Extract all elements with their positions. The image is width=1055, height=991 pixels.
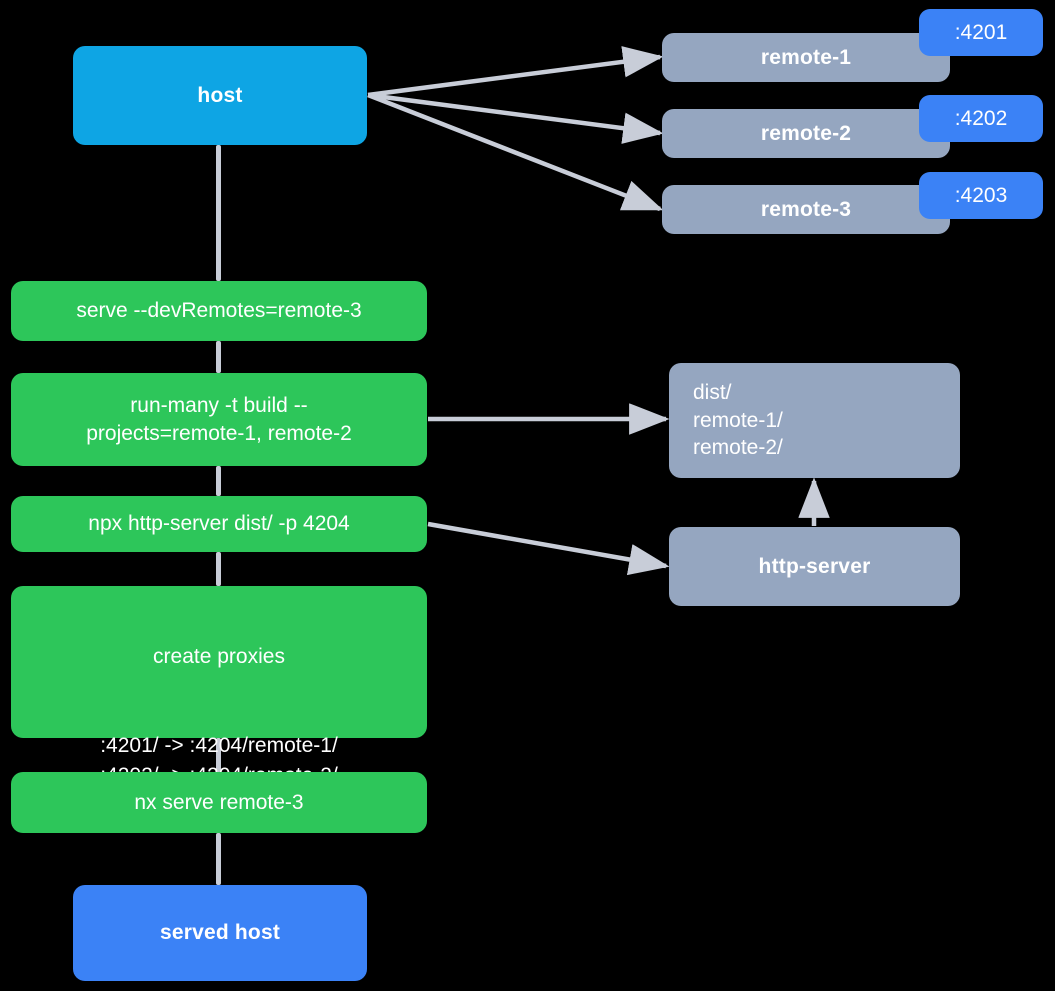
- port-badge-remote-3: :4203: [919, 172, 1043, 219]
- node-remote-1[interactable]: remote-1: [662, 33, 950, 82]
- port-badge-remote-2-label: :4202: [954, 106, 1008, 130]
- node-command-nx-serve-label: nx serve remote-3: [134, 790, 304, 814]
- connector-host-to-serve: [216, 145, 221, 281]
- edge-host-to-remote-3: [367, 92, 664, 212]
- connector-serve-to-runmany: [216, 341, 221, 373]
- node-command-create-proxies-label: create proxies: [153, 644, 285, 668]
- node-command-serve-label: serve --devRemotes=remote-3: [76, 299, 362, 323]
- connector-proxies-to-nxserve: [216, 738, 221, 772]
- port-badge-remote-2: :4202: [919, 95, 1043, 142]
- port-badge-remote-3-label: :4203: [954, 183, 1008, 207]
- connector-nxserve-to-servedhost: [216, 833, 221, 885]
- node-remote-2[interactable]: remote-2: [662, 109, 950, 158]
- node-command-npx-http-server[interactable]: npx http-server dist/ -p 4204: [11, 496, 427, 552]
- node-command-run-many[interactable]: run-many -t build -- projects=remote-1, …: [11, 373, 427, 466]
- port-badge-remote-1-label: :4201: [954, 20, 1008, 44]
- node-remote-3[interactable]: remote-3: [662, 185, 950, 234]
- node-host[interactable]: host: [73, 46, 367, 145]
- node-http-server-label: http-server: [758, 554, 871, 578]
- node-command-create-proxies[interactable]: create proxies :4201/ -> :4204/remote-1/…: [11, 586, 427, 787]
- node-remote-1-label: remote-1: [760, 45, 852, 69]
- edge-host-to-remote-1: [367, 46, 664, 98]
- connector-httpserver-to-proxies: [216, 552, 221, 586]
- node-remote-3-label: remote-3: [760, 197, 852, 221]
- edge-host-to-remote-2: [367, 92, 664, 144]
- node-served-host[interactable]: served host: [73, 885, 367, 981]
- node-dist-artifact[interactable]: dist/ remote-1/ remote-2/: [669, 363, 960, 478]
- node-remote-2-label: remote-2: [760, 121, 852, 145]
- edge-npxcmd-to-httpserver: [427, 521, 670, 576]
- node-dist-artifact-label: dist/ remote-1/ remote-2/: [693, 380, 783, 460]
- node-served-host-label: served host: [159, 921, 281, 945]
- connector-runmany-to-httpserver: [216, 466, 221, 496]
- node-command-run-many-label: run-many -t build -- projects=remote-1, …: [86, 393, 352, 445]
- node-host-label: host: [197, 83, 243, 107]
- port-badge-remote-1: :4201: [919, 9, 1043, 56]
- node-command-serve[interactable]: serve --devRemotes=remote-3: [11, 281, 427, 341]
- node-command-npx-http-server-label: npx http-server dist/ -p 4204: [88, 512, 350, 536]
- node-http-server[interactable]: http-server: [669, 527, 960, 606]
- node-command-nx-serve[interactable]: nx serve remote-3: [11, 772, 427, 833]
